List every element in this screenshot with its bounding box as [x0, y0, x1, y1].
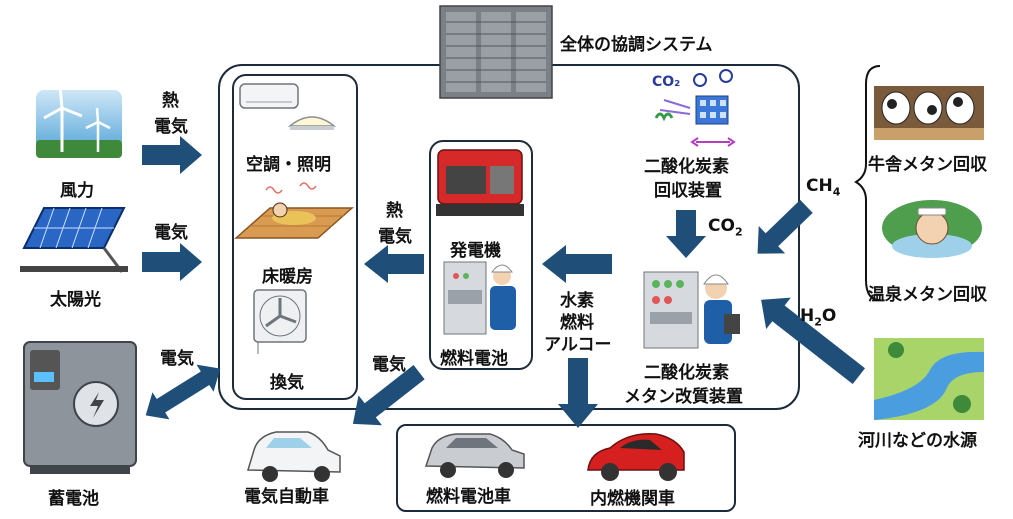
ventilation-label: 換気	[270, 373, 304, 393]
solar-label: 太陽光	[50, 290, 101, 310]
fcv-label: 燃料電池車	[426, 487, 511, 507]
ch4-label: CH4	[806, 176, 841, 199]
wind-label: 風力	[60, 181, 94, 201]
fuel-cell-operator-icon	[443, 261, 516, 335]
flow-arrows	[142, 136, 866, 428]
river-label: 河川などの水源	[858, 431, 977, 451]
storage-elec-label: 電気	[160, 349, 194, 369]
hot-spring-icon	[882, 200, 982, 258]
fuel-line3: アルコー	[544, 335, 612, 355]
wind-heat-label: 熱	[162, 91, 179, 111]
floor-heating-label: 床暖房	[262, 267, 313, 287]
reformer-line2: メタン改質装置	[624, 387, 743, 407]
gen-elec-label: 電気	[378, 227, 412, 247]
h2o-label: H2O	[800, 306, 837, 329]
gen-heat-label: 熱	[386, 201, 403, 221]
ice-car-icon	[587, 433, 685, 481]
system-title: 全体の協調システム	[560, 35, 713, 55]
river-icon	[874, 338, 984, 420]
server-rack-icon	[439, 5, 553, 99]
svg-text:CO₂: CO₂	[652, 74, 680, 90]
co2-capture-icon: CO₂	[652, 69, 736, 147]
methane-reformer-icon	[643, 271, 740, 349]
cow-barn-icon	[874, 86, 984, 140]
fuel-cell-label: 燃料電池	[440, 349, 508, 369]
ac-lighting-label: 空調・照明	[246, 155, 331, 175]
co2-flow-label: CO2	[708, 216, 743, 239]
solar-panel-icon	[20, 207, 128, 273]
fuel-line1: 水素	[560, 291, 594, 311]
ev-car-icon	[246, 431, 341, 482]
solar-elec-label: 電気	[154, 223, 188, 243]
fcv-car-icon	[424, 433, 525, 478]
wind-elec-label: 電気	[154, 117, 188, 137]
barn-methane-label: 牛舎メタン回収	[868, 155, 987, 175]
generator-icon	[436, 149, 524, 216]
battery-icon	[23, 341, 137, 474]
wind-turbine-icon	[36, 85, 122, 158]
ventilation-fan-icon	[253, 289, 307, 354]
fuel-line2: 燃料	[560, 313, 594, 333]
methane-brace	[854, 65, 881, 301]
ceiling-light-icon	[287, 116, 337, 130]
air-conditioner-icon	[239, 83, 299, 109]
storage-label: 蓄電池	[48, 489, 99, 509]
co2-capture-line2: 回収装置	[654, 181, 722, 201]
co2-capture-line1: 二酸化炭素	[644, 157, 729, 177]
ev-label: 電気自動車	[244, 487, 329, 507]
ice-label: 内燃機関車	[590, 489, 675, 509]
reformer-line1: 二酸化炭素	[644, 363, 729, 383]
hot-spring-methane-label: 温泉メタン回収	[868, 285, 987, 305]
ev-elec-label: 電気	[372, 355, 406, 375]
floor-heating-icon	[234, 182, 354, 239]
generator-label: 発電機	[450, 241, 501, 261]
